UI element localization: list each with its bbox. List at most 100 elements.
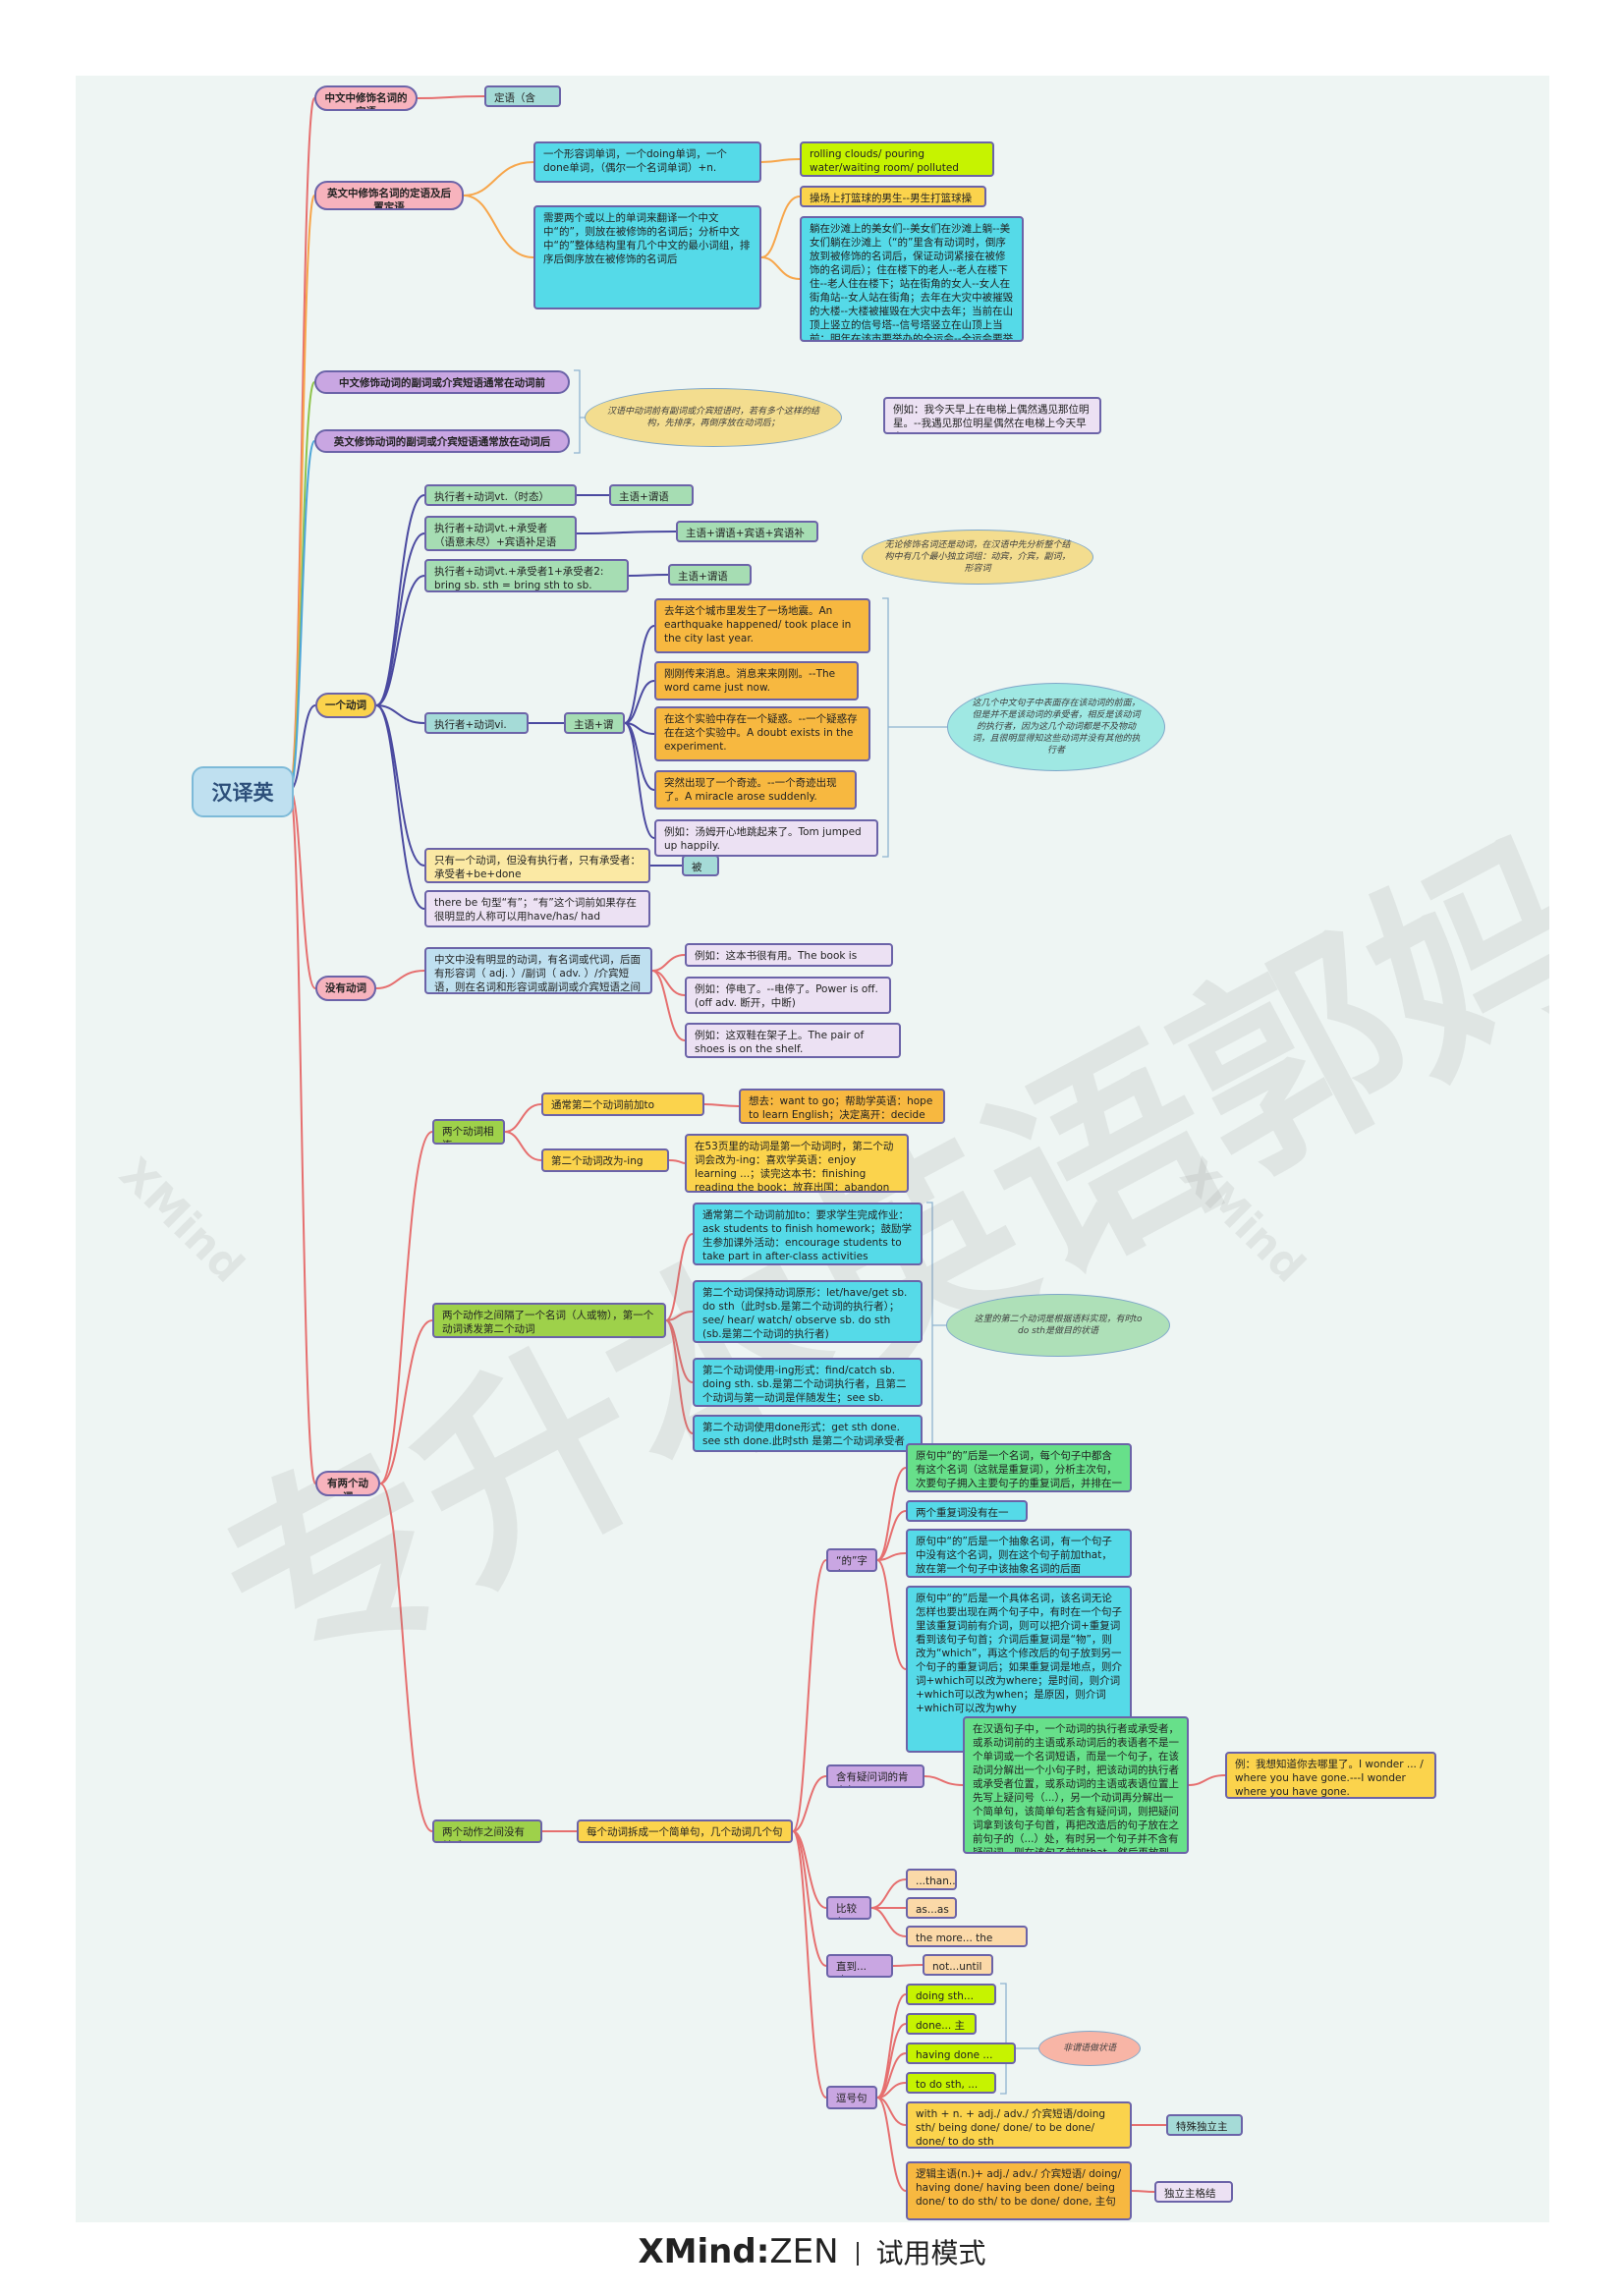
topic-d4[interactable]: 直到...才... bbox=[826, 1954, 893, 1978]
topic-b5e1[interactable]: 被动 bbox=[682, 855, 719, 876]
topic-b7b4[interactable]: 第二个动词使用done形式：get sth done. see sth done… bbox=[693, 1415, 923, 1452]
link-b7a1-b7a1a bbox=[703, 1103, 740, 1107]
topic-b5d1d[interactable]: 突然出现了一个奇迹。--一个奇迹出现了。A miracle arose sudd… bbox=[654, 770, 857, 810]
topic-b4[interactable]: 英文修饰动词的副词或介宾短语通常放在动词后 bbox=[314, 429, 570, 453]
summary-bracket-c34 bbox=[574, 369, 585, 454]
topic-b5d1[interactable]: 主语+谓语 bbox=[564, 712, 625, 734]
topic-b7b2[interactable]: 第二个动词保持动词原形：let/have/get sb. do sth（此时sb… bbox=[693, 1280, 923, 1343]
topic-b5c1[interactable]: 主语+谓语+双宾 bbox=[668, 564, 752, 586]
link-b7a2-b7a2a bbox=[668, 1159, 686, 1164]
link-b5b-b5b1 bbox=[576, 531, 677, 534]
topic-c34b[interactable]: 无论修饰名词还是动词，在汉语中先分析整个结构中有几个最小独立词组：动宾，介宾，副… bbox=[862, 530, 1093, 585]
topic-d3c[interactable]: the more... the more ... bbox=[906, 1926, 1028, 1947]
link-d1-d1a bbox=[876, 1467, 907, 1561]
summary-bracket-c5d5 bbox=[1000, 1983, 1038, 2095]
topic-c5d5[interactable]: 非谓语做状语 bbox=[1038, 2031, 1141, 2066]
topic-d5f1[interactable]: 独立主格结构 bbox=[1154, 2181, 1233, 2203]
link-b7b-b7b1 bbox=[665, 1233, 694, 1321]
topic-b5[interactable]: 一个动词 bbox=[315, 693, 376, 718]
link-d2-d2a bbox=[924, 1775, 964, 1786]
link-b5d1-b5d1b bbox=[624, 680, 655, 724]
topic-b7a1[interactable]: 通常第二个动词前加to bbox=[541, 1092, 704, 1116]
topic-b7a[interactable]: 两个动词相连 bbox=[432, 1119, 505, 1145]
topic-b7b1[interactable]: 通常第二个动词前加to：要求学生完成作业：ask students to fin… bbox=[693, 1203, 923, 1265]
topic-b5e[interactable]: 只有一个动词，但没有执行者，只有承受者：承受者+be+done bbox=[424, 848, 650, 883]
topic-d2[interactable]: 含有疑问词的肯定句 bbox=[826, 1764, 924, 1788]
footer-divider bbox=[856, 2241, 859, 2266]
topic-d5e1[interactable]: 特殊独立主格 bbox=[1166, 2114, 1243, 2136]
topic-b5d[interactable]: 执行者+动词vi.(时态) bbox=[424, 712, 529, 734]
topic-d5c[interactable]: having done ... 主句 bbox=[906, 2043, 1016, 2064]
topic-b7b[interactable]: 两个动作之间隔了一个名词（人或物），第一个动词诱发第二个动词 bbox=[432, 1303, 666, 1338]
link-b7-b7c bbox=[379, 1483, 433, 1832]
link-b6-b6a bbox=[375, 970, 425, 989]
topic-d5a[interactable]: doing sth... 主句 bbox=[906, 1984, 996, 2005]
topic-b5b1[interactable]: 主语+谓语+宾语+宾语补足语 bbox=[676, 521, 818, 542]
topic-d5b[interactable]: done... 主句 bbox=[906, 2013, 977, 2035]
root-topic[interactable]: 汉译英 bbox=[192, 766, 294, 817]
topic-d3a[interactable]: ...than... bbox=[906, 1869, 957, 1890]
topic-b2a1[interactable]: rolling clouds/ pouring water/waiting ro… bbox=[800, 141, 994, 177]
topic-d5f[interactable]: 逻辑主语(n.)+ adj./ adv./ 介宾短语/ doing/ havin… bbox=[906, 2161, 1132, 2220]
topic-b5d1e[interactable]: 例如：汤姆开心地跳起来了。Tom jumped up happily. bbox=[654, 819, 878, 857]
link-b7c1-d2 bbox=[792, 1775, 827, 1832]
link-b5-b5b bbox=[375, 532, 425, 706]
topic-d5d[interactable]: to do sth, ... 主句 bbox=[906, 2072, 996, 2094]
topic-d1[interactable]: “的”字句 bbox=[826, 1548, 877, 1572]
topic-b5a1[interactable]: 主语+谓语+宾语 bbox=[609, 484, 694, 506]
topic-c5d[interactable]: 这几个中文句子中表面存在该动词的前面，但是并不是该动词的承受者，相反是该动词的执… bbox=[947, 683, 1165, 771]
topic-b7[interactable]: 有两个动词 bbox=[315, 1471, 380, 1496]
link-d4-d4a bbox=[892, 1964, 924, 1967]
topic-d1c[interactable]: 原句中“的”后是一个抽象名词，有一个句子中没有这个名词，则在这个句子前加that… bbox=[906, 1529, 1132, 1578]
link-b2a-b2a1 bbox=[760, 158, 801, 163]
topic-b2b2[interactable]: 躺在沙滩上的美女们--美女们在沙滩上躺--美女们躺在沙滩上（“的”里含有动词时，… bbox=[800, 216, 1024, 342]
topic-b5d1c[interactable]: 在这个实验中存在一个疑惑。--一个疑惑存在在这个实验中。A doubt exis… bbox=[654, 706, 870, 761]
topic-d1b[interactable]: 两个重复词没有在一起时... bbox=[906, 1500, 1028, 1522]
topic-d5e[interactable]: with + n. + adj./ adv./ 介宾短语/doing sth/ … bbox=[906, 2101, 1132, 2149]
topic-d4a[interactable]: not...until ... bbox=[923, 1954, 993, 1976]
topic-b6[interactable]: 没有动词 bbox=[315, 976, 376, 1001]
topic-b7a1a[interactable]: 想去：want to go；帮助学英语：hope to learn Englis… bbox=[739, 1089, 945, 1124]
summary-bracket-c5d bbox=[882, 597, 947, 858]
topic-b5b[interactable]: 执行者+动词vt.+承受者（语意未尽）+宾语补足语 bbox=[424, 516, 577, 551]
topic-b1a[interactable]: 定语（含有“的”）+名词 bbox=[484, 85, 561, 107]
topic-d1a[interactable]: 原句中“的”后是一个名词，每个句子中都含有这个名词（这就是重复词），分析主次句，… bbox=[906, 1443, 1132, 1492]
topic-b2b1[interactable]: 操场上打篮球的男生--男生打篮球操场上 bbox=[800, 186, 986, 207]
topic-b6a2[interactable]: 例如：停电了。--电停了。Power is off.(off adv. 断开，中… bbox=[685, 977, 891, 1014]
topic-d3[interactable]: 比较句 bbox=[826, 1896, 871, 1920]
topic-d3b[interactable]: as...as ... bbox=[906, 1897, 957, 1919]
topic-b7b3[interactable]: 第二个动词使用-ing形式：find/catch sb. doing sth. … bbox=[693, 1358, 923, 1407]
topic-b5d1b[interactable]: 刚刚传来消息。消息来来刚刚。--The word came just now. bbox=[654, 661, 859, 700]
topic-d2a1[interactable]: 例：我想知道你去哪里了。I wonder ... / where you hav… bbox=[1225, 1752, 1436, 1799]
topic-b6a3[interactable]: 例如：这双鞋在架子上。The pair of shoes is on the s… bbox=[685, 1023, 901, 1058]
link-d5-d5a bbox=[876, 1993, 907, 2099]
topic-b7a2a[interactable]: 在53页里的动词是第一个动词时，第二个动词会改为-ing：喜欢学英语：enjoy… bbox=[685, 1134, 909, 1193]
topic-b5a[interactable]: 执行者+动词vt.（时态）+承受者 bbox=[424, 484, 577, 506]
topic-b5d1a[interactable]: 去年这个城市里发生了一场地震。An earthquake happened/ t… bbox=[654, 598, 870, 653]
topic-d2a[interactable]: 在汉语句子中，一个动词的执行者或承受者，或系动词前的主语或系动词后的表语者不是一… bbox=[963, 1716, 1189, 1854]
topic-d5[interactable]: 逗号句 bbox=[826, 2086, 877, 2109]
topic-b7c1[interactable]: 每个动词拆成一个简单句，几个动词几个句子 bbox=[577, 1819, 793, 1843]
topic-b5f[interactable]: there be 句型“有”；“有”这个词前如果存在很明显的人称可以用have/… bbox=[424, 890, 650, 927]
topic-c7b[interactable]: 这里的第二个动词是根据语料实现，有时to do sth是做目的状语 bbox=[946, 1294, 1170, 1357]
topic-b2b[interactable]: 需要两个或以上的单词来翻译一个中文中“的”，则放在被修饰的名词后；分析中文中“的… bbox=[533, 205, 761, 309]
link-root-b7 bbox=[289, 789, 316, 1484]
link-b7c1-d1 bbox=[792, 1559, 827, 1832]
topic-b5c[interactable]: 执行者+动词vt.+承受者1+承受者2: bring sb. sth = bri… bbox=[424, 559, 629, 592]
topic-c34a[interactable]: 例如：我今天早上在电梯上偶然遇见那位明星。--我遇见那位明星偶然在电梯上今天早上… bbox=[883, 397, 1101, 434]
topic-b2[interactable]: 英文中修饰名词的定语及后置定语 bbox=[314, 181, 464, 210]
topic-c34[interactable]: 汉语中动词前有副词或介宾短语时，若有多个这样的结构，先排序，再倒序放在动词后； bbox=[585, 388, 842, 447]
footer-brand: XMind bbox=[638, 2232, 756, 2271]
link-b5-b5d bbox=[375, 704, 425, 724]
link-d2a-d2a1 bbox=[1188, 1774, 1226, 1786]
topic-b7c[interactable]: 两个动作之间没有关系 bbox=[432, 1819, 542, 1843]
topic-b6a1[interactable]: 例如：这本书很有用。The book is interesting. bbox=[685, 943, 893, 967]
topic-b2a[interactable]: 一个形容词单词，一个doing单词，一个done单词，（偶尔一个名词单词）+n. bbox=[533, 141, 761, 183]
link-root-b2 bbox=[289, 195, 315, 791]
topic-b3[interactable]: 中文修饰动词的副词或介宾短语通常在动词前 bbox=[314, 370, 570, 394]
topic-b7a2[interactable]: 第二个动词改为-ing bbox=[541, 1148, 669, 1172]
link-d1-d1d bbox=[876, 1559, 907, 1670]
topic-b6a[interactable]: 中文中没有明显的动词，有名词或代词，后面有形容词（ adj. ）/副词（ adv… bbox=[424, 947, 652, 994]
